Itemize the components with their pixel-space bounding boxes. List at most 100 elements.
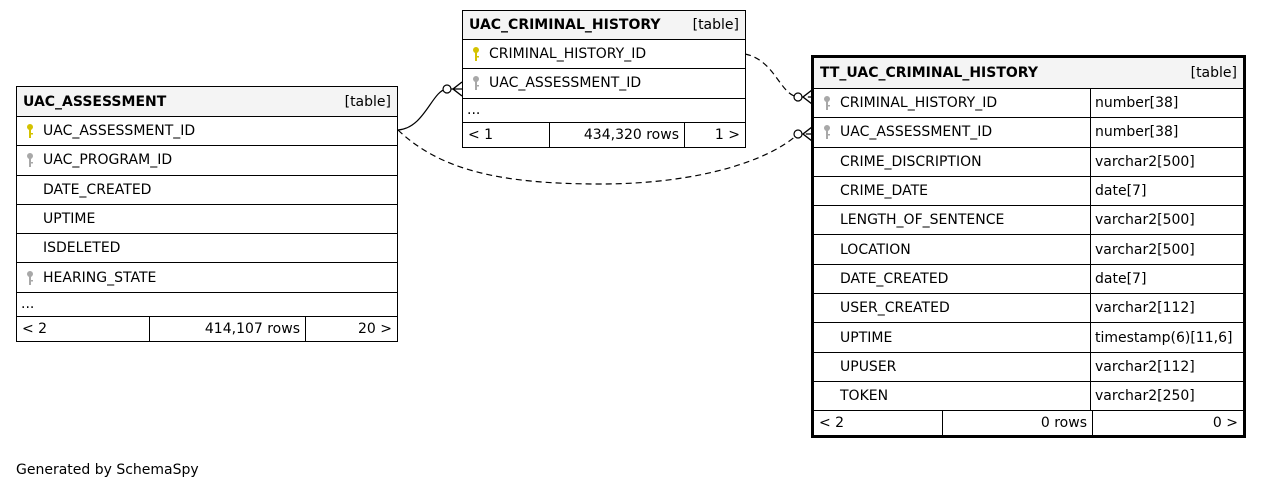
row-count: 414,107 rows [149, 316, 305, 341]
column-row[interactable]: DATE_CREATED date[7] [814, 264, 1243, 295]
column-cell: TOKEN [814, 382, 1090, 410]
column-cell: LENGTH_OF_SENTENCE [814, 206, 1090, 234]
column-cell: LOCATION [814, 235, 1090, 263]
foreign-key-icon [814, 95, 840, 111]
column-name: DATE_CREATED [840, 270, 949, 287]
column-name: UPUSER [840, 358, 897, 375]
column-type: varchar2[500] [1090, 235, 1243, 264]
column-row[interactable]: UAC_ASSESSMENT_ID [17, 117, 397, 147]
column-list: UAC_ASSESSMENT_ID UAC_PROGRAM_ID DATE_CREA… [17, 117, 397, 293]
column-cell: ISDELETED [17, 234, 397, 262]
children-link[interactable]: 0 > [1092, 411, 1243, 436]
column-type: date[7] [1090, 176, 1243, 206]
children-link[interactable]: 20 > [305, 316, 397, 341]
column-row[interactable]: LENGTH_OF_SENTENCE varchar2[500] [814, 206, 1243, 236]
children-link[interactable]: 1 > [684, 122, 745, 147]
table-name: UAC_CRIMINAL_HISTORY [469, 17, 661, 33]
table-kind: [table] [344, 93, 391, 110]
foreign-key-icon [17, 270, 43, 286]
column-row[interactable]: CRIMINAL_HISTORY_ID number[38] [814, 89, 1243, 119]
column-row[interactable]: HEARING_STATE [17, 263, 397, 293]
table-header: UAC_ASSESSMENT [table] [17, 87, 397, 117]
parents-link[interactable]: < 2 [819, 415, 845, 432]
column-name: UAC_PROGRAM_ID [43, 152, 173, 169]
parents-link[interactable]: < 2 [22, 320, 48, 337]
column-cell: UPTIME [814, 323, 1090, 351]
table-footer: < 2 414,107 rows 20 > [17, 316, 397, 341]
more-columns-ellipsis: ... [17, 293, 397, 317]
column-row[interactable]: UPTIME [17, 205, 397, 235]
column-name: USER_CREATED [840, 300, 950, 317]
column-name: UPTIME [840, 329, 893, 346]
foreign-key-icon [463, 75, 489, 91]
column-name: CRIMINAL_HISTORY_ID [840, 95, 998, 112]
edge-assessment-to-criminal-history [397, 88, 462, 131]
column-cell: UAC_ASSESSMENT_ID [463, 69, 745, 97]
column-cell: HEARING_STATE [17, 263, 397, 291]
column-row[interactable]: UAC_ASSESSMENT_ID number[38] [814, 118, 1243, 148]
column-name: UPTIME [43, 211, 96, 228]
column-name: UAC_ASSESSMENT_ID [840, 124, 993, 141]
table-kind: [table] [692, 17, 739, 33]
column-name: LOCATION [840, 241, 911, 258]
column-name: HEARING_STATE [43, 269, 157, 286]
column-name: DATE_CREATED [43, 181, 152, 198]
column-type: varchar2[250] [1090, 381, 1243, 411]
column-name: ISDELETED [43, 240, 121, 257]
table-name: UAC_ASSESSMENT [23, 93, 167, 110]
foreign-key-icon [17, 152, 43, 168]
column-cell: DATE_CREATED [17, 176, 397, 204]
edge-crowfoot-marker [801, 89, 813, 105]
column-cell: CRIMINAL_HISTORY_ID [463, 40, 745, 68]
column-row[interactable]: DATE_CREATED [17, 176, 397, 205]
column-type: varchar2[500] [1090, 147, 1243, 176]
primary-key-icon [463, 46, 489, 62]
edge-optional-marker [793, 92, 803, 102]
row-count: 434,320 rows [549, 122, 684, 147]
column-type: varchar2[500] [1090, 206, 1243, 235]
column-cell: UAC_ASSESSMENT_ID [17, 117, 397, 145]
column-type: date[7] [1090, 264, 1243, 294]
column-row[interactable]: ISDELETED [17, 234, 397, 264]
column-type: varchar2[112] [1090, 294, 1243, 323]
table-footer: < 1 434,320 rows 1 > [463, 122, 745, 147]
parents-link[interactable]: < 1 [468, 126, 494, 143]
column-row[interactable]: TOKEN varchar2[250] [814, 381, 1243, 412]
edge-optional-marker [793, 129, 803, 139]
edge-assessment-to-tt-history [397, 129, 812, 185]
primary-key-icon [17, 123, 43, 139]
table-tt-uac-criminal-history[interactable]: TT_UAC_CRIMINAL_HISTORY [table] CRIMINAL… [811, 55, 1246, 439]
column-type: number[38] [1090, 118, 1243, 147]
row-count: 0 rows [942, 411, 1092, 436]
column-name: LENGTH_OF_SENTENCE [840, 212, 1005, 229]
column-row[interactable]: UAC_ASSESSMENT_ID [463, 69, 745, 99]
column-row[interactable]: CRIME_DATE date[7] [814, 176, 1243, 207]
column-cell: DATE_CREATED [814, 265, 1090, 293]
column-cell: USER_CREATED [814, 294, 1090, 322]
column-name: CRIME_DATE [840, 183, 928, 200]
column-type: timestamp(6)[11,6] [1090, 323, 1243, 352]
table-uac-criminal-history[interactable]: UAC_CRIMINAL_HISTORY [table] CRIMINAL_HI… [462, 10, 746, 148]
column-cell: CRIMINAL_HISTORY_ID [814, 89, 1090, 117]
column-row[interactable]: USER_CREATED varchar2[112] [814, 294, 1243, 324]
column-row[interactable]: LOCATION varchar2[500] [814, 235, 1243, 265]
table-footer: < 2 0 rows 0 > [814, 411, 1243, 436]
column-type: number[38] [1090, 89, 1243, 118]
edge-crowfoot-marker [451, 81, 463, 97]
column-cell: UPTIME [17, 205, 397, 233]
table-name: TT_UAC_CRIMINAL_HISTORY [820, 65, 1038, 81]
column-row[interactable]: UAC_PROGRAM_ID [17, 146, 397, 176]
column-row[interactable]: UPTIME timestamp(6)[11,6] [814, 323, 1243, 353]
table-uac-assessment[interactable]: UAC_ASSESSMENT [table] UAC_ASSESSMENT_ID… [16, 86, 398, 342]
column-name: TOKEN [840, 388, 889, 405]
column-row[interactable]: CRIMINAL_HISTORY_ID [463, 40, 745, 70]
column-cell: UAC_ASSESSMENT_ID [814, 118, 1090, 146]
column-list: CRIMINAL_HISTORY_ID UAC_ASSESSMENT_ID [463, 40, 745, 99]
column-name: UAC_ASSESSMENT_ID [489, 75, 642, 92]
foreign-key-icon [814, 124, 840, 140]
table-header: TT_UAC_CRIMINAL_HISTORY [table] [814, 58, 1243, 89]
